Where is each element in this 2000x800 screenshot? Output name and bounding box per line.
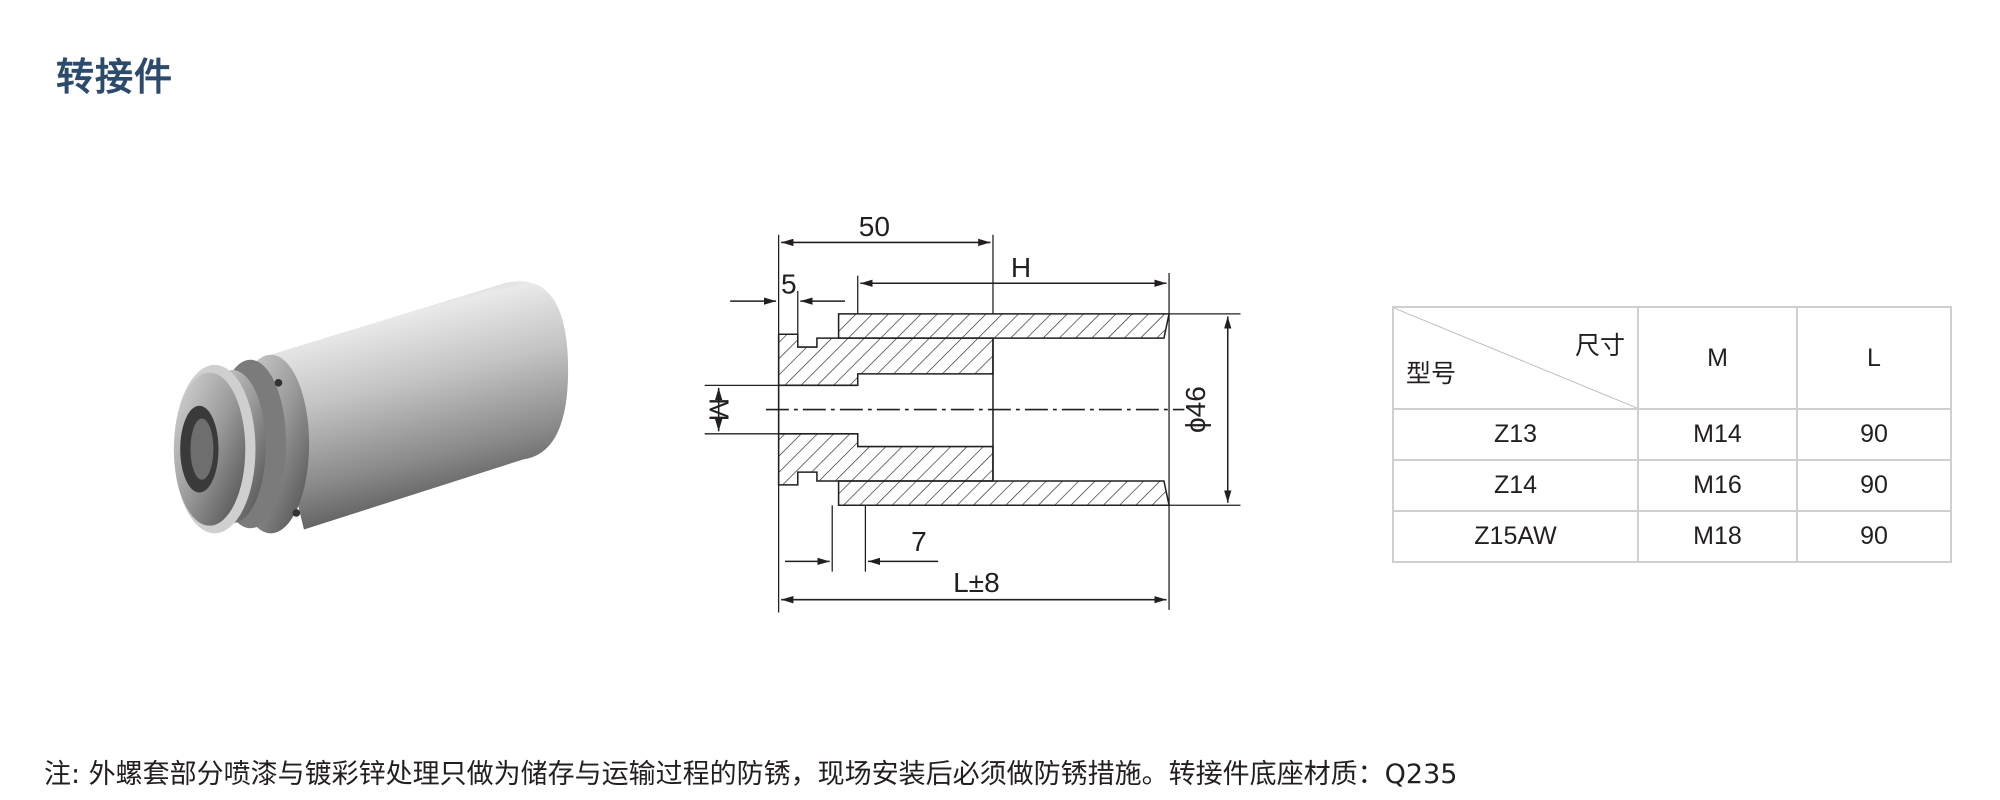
model-header: 型号 xyxy=(1406,359,1457,388)
outer-sleeve-bottom xyxy=(837,480,1171,507)
spec-table: 尺寸 型号 M L Z13 M14 90 Z14 M16 90 Z15AW M1… xyxy=(1392,306,1952,563)
column-header-l: L xyxy=(1796,306,1952,410)
model-cell: Z13 xyxy=(1392,408,1639,461)
footnote: 注: 外螺套部分喷漆与镀彩锌处理只做为储存与运输过程的防锈，现场安装后必须做防锈… xyxy=(44,759,1458,790)
base-top xyxy=(777,333,994,387)
section-drawing xyxy=(704,234,1241,613)
dim-h-label: H xyxy=(1011,252,1031,283)
m-cell: M14 xyxy=(1637,408,1798,461)
table-row: Z15AW M18 90 xyxy=(1392,510,1952,563)
product-photo xyxy=(173,281,569,534)
table-row: Z14 M16 90 xyxy=(1392,459,1952,512)
size-header: 尺寸 xyxy=(1574,331,1625,360)
m-cell: M16 xyxy=(1637,459,1798,512)
outer-sleeve-top xyxy=(837,313,1171,339)
table-row: Z13 M14 90 xyxy=(1392,408,1952,461)
dim-50-label: 50 xyxy=(859,211,890,242)
l-cell: 90 xyxy=(1796,408,1952,461)
l-cell: 90 xyxy=(1796,459,1952,512)
column-header-m: M xyxy=(1637,306,1798,410)
corner-header-cell: 尺寸 型号 xyxy=(1392,306,1639,410)
m-cell: M18 xyxy=(1637,510,1798,563)
model-cell: Z15AW xyxy=(1392,510,1639,563)
dim-7-label: 7 xyxy=(911,526,927,557)
l-cell: 90 xyxy=(1796,510,1952,563)
dim-5-label: 5 xyxy=(781,268,797,299)
dim-m-label: M xyxy=(704,398,735,421)
page-title: 转接件 xyxy=(56,55,174,99)
dim-phi46-label: ϕ46 xyxy=(1180,386,1211,433)
dim-l-label: L±8 xyxy=(953,567,1000,598)
model-cell: Z14 xyxy=(1392,459,1639,512)
table-header-row: 尺寸 型号 M L xyxy=(1392,306,1952,410)
base-bottom xyxy=(777,433,994,486)
